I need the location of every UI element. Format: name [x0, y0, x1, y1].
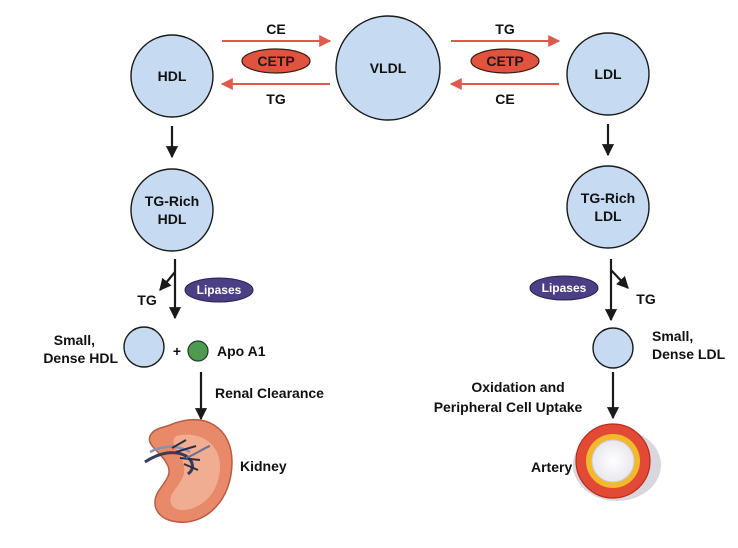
apo-a1-label: Apo A1 [217, 343, 266, 359]
exchange-left-bottom-label: TG [266, 91, 286, 107]
right-cetp-exchange: TG CETP CE [449, 21, 561, 107]
tg-rich-ldl-node: TG-Rich LDL [566, 165, 650, 249]
oxidation-line1: Oxidation and [471, 379, 564, 395]
exchange-right-bottom-label: CE [495, 91, 514, 107]
left-cetp-exchange: CE CETP TG [220, 21, 332, 107]
small-dense-hdl-node [123, 326, 165, 368]
ldl-label: LDL [594, 66, 622, 82]
artery-label: Artery [531, 459, 572, 475]
plus-sign: + [173, 343, 181, 359]
cetp-label-right: CETP [486, 53, 523, 69]
small-dense-ldl-node [592, 327, 634, 369]
vldl-label: VLDL [370, 60, 407, 76]
tg-rich-hdl-node: TG-Rich HDL [130, 168, 214, 252]
small-dense-ldl-line1: Small, [652, 328, 693, 344]
small-dense-ldl-line2: Dense LDL [652, 346, 726, 362]
lipases-badge-left: Lipases [184, 277, 254, 303]
lipases-right-label: Lipases [542, 281, 587, 295]
hdl-label: HDL [158, 68, 187, 84]
apo-a1-particle [187, 340, 209, 362]
kidney-label: Kidney [240, 458, 287, 474]
tg-rich-ldl-line2: LDL [594, 208, 622, 224]
hdl-node: HDL [130, 34, 214, 118]
lipases-badge-right: Lipases [529, 275, 599, 301]
tg-rich-hdl-line1: TG-Rich [145, 193, 199, 209]
exchange-left-top-label: CE [266, 21, 285, 37]
cetp-oval-right [470, 48, 540, 74]
tg-release-left-label: TG [137, 292, 157, 308]
small-dense-hdl-line1: Small, [54, 332, 95, 348]
cetp-label-left: CETP [257, 53, 294, 69]
small-dense-hdl-line2: Dense HDL [43, 350, 118, 366]
tg-release-left-arrow [159, 271, 176, 291]
tg-release-right-arrow [610, 269, 629, 289]
ldl-node: LDL [566, 32, 650, 116]
lipases-left-label: Lipases [197, 283, 242, 297]
exchange-right-top-label: TG [495, 21, 515, 37]
artery-cross-section-icon [573, 423, 661, 501]
renal-clearance-label: Renal Clearance [215, 385, 324, 401]
tg-release-right-label: TG [636, 291, 656, 307]
oxidation-line2: Peripheral Cell Uptake [434, 399, 583, 415]
vldl-node: VLDL [335, 15, 441, 121]
kidney-illustration [144, 418, 233, 523]
cetp-oval-left [241, 48, 311, 74]
tg-rich-hdl-line2: HDL [158, 211, 187, 227]
tg-rich-ldl-line1: TG-Rich [581, 190, 635, 206]
